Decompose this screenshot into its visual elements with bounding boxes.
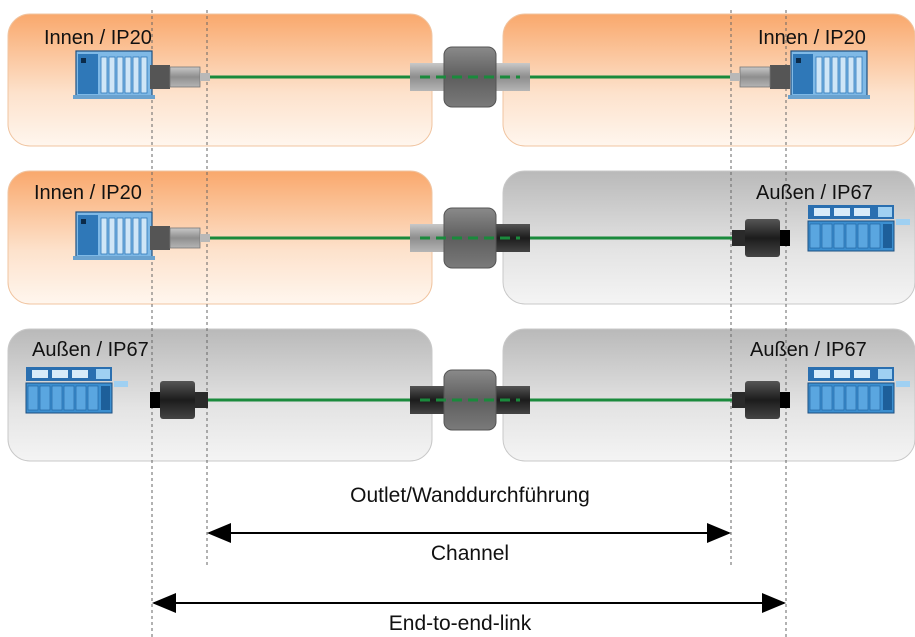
link-row-2 [73,205,910,269]
row1-right-zone-label: Innen / IP20 [758,27,866,49]
row1-right-rj45-plug-icon [730,65,790,89]
row1-left-ip20-device-icon [73,50,155,99]
link-rows [25,46,910,431]
row2-left-rj45-plug-icon [150,226,210,250]
row3-right-ip67-device-icon [807,367,910,414]
row2-left-zone-label: Innen / IP20 [34,182,142,204]
row2-left-ip20-device-icon [73,211,155,260]
link-row-3 [25,367,910,431]
row1-right-ip20-device-icon [788,50,870,99]
channel-caption: Channel [430,542,510,565]
row3-left-ip67-connector-icon [150,381,208,419]
dimension-arrows [152,523,786,613]
row3-right-zone-label: Außen / IP67 [750,339,867,361]
zones-layer [7,13,915,462]
row2-right-ip67-device-icon [807,205,910,252]
row2-right-zone-label: Außen / IP67 [756,182,873,204]
row3-right-ip67-connector-icon [732,381,790,419]
row2-right-ip67-connector-icon [732,219,790,257]
row1-outlet-coupler-icon [410,46,530,108]
outlet-caption: Outlet/Wanddurchführung [350,484,590,507]
row1-left-zone-label: Innen / IP20 [44,27,152,49]
row3-left-ip67-device-icon [25,367,128,414]
link-row-1 [73,46,870,108]
row3-outlet-coupler-icon [410,369,530,431]
reference-lines [151,10,787,637]
row3-left-zone-label: Außen / IP67 [32,339,149,361]
row1-left-rj45-plug-icon [150,65,210,89]
row2-outlet-coupler-icon [410,207,530,269]
end-to-end-caption: End-to-end-link [388,612,532,635]
